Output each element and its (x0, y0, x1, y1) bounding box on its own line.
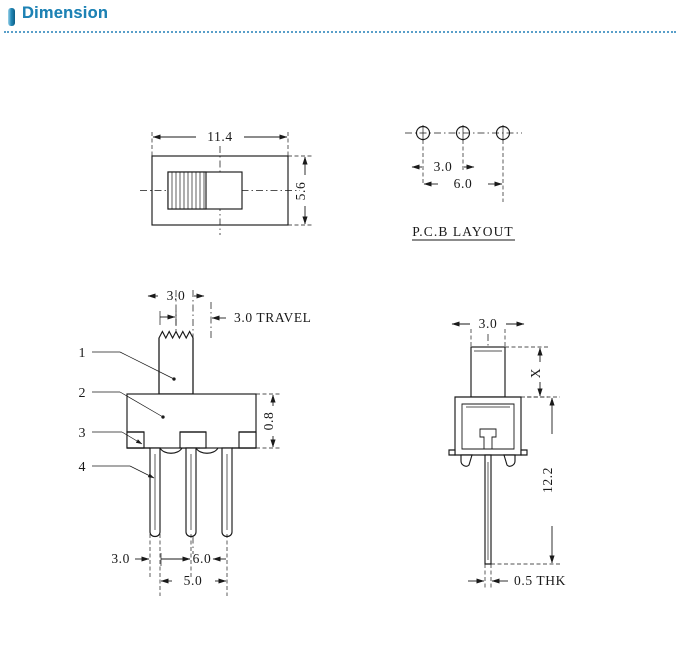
dimension-drawing: 11.4 5.6 (0, 34, 680, 659)
page-title: Dimension (22, 4, 109, 22)
dimension-label: 12.2 (540, 467, 555, 493)
top-view: 11.4 5.6 (140, 129, 312, 235)
dimension-label: 3.0 TRAVEL (234, 310, 312, 325)
callout-2: 2 (79, 386, 86, 401)
dimension-pin-span: 5.0 (160, 573, 227, 588)
page-header: Dimension (0, 0, 680, 34)
dimension-label: 6.0 (193, 551, 212, 566)
dimension-pcb-pitch: 3.0 (411, 159, 475, 174)
side-actuator (470, 346, 506, 398)
dimension-label: 3.0 (111, 551, 130, 566)
dimension-label: X (528, 368, 543, 378)
pcb-layout-caption: P.C.B LAYOUT (412, 224, 514, 239)
dimension-label: 6.0 (454, 176, 473, 191)
callout-3: 3 (79, 426, 86, 441)
dimension-label: 0.8 (261, 412, 276, 431)
dimension-top-height: 5.6 (288, 155, 312, 226)
pcb-layout-view: 3.0 6.0 P.C.B LAYOUT (405, 125, 522, 241)
dimension-actuator-width: 3.0 (147, 288, 205, 303)
flange-tab-right (503, 454, 516, 467)
pcb-pad (455, 125, 471, 141)
front-view: 3.0 3.0 TRAVEL (79, 288, 312, 596)
dimension-label: 5.6 (293, 182, 308, 201)
dimension-side-actuator-height: X (505, 346, 548, 398)
dimension-label: 3.0 (479, 316, 498, 331)
header-divider (4, 31, 676, 33)
pin (185, 447, 197, 538)
dimension-body-height: 0.8 (256, 393, 280, 449)
knurl-hatching (171, 172, 205, 209)
flange-tab-left (460, 454, 473, 467)
dimension-label: 0.5 THK (514, 573, 566, 588)
side-view-body (454, 396, 522, 456)
pcb-pad (495, 125, 511, 141)
dimension-actuator-width-inner (159, 311, 177, 325)
pcb-pad (415, 125, 431, 141)
pin (149, 447, 161, 538)
dimension-label: 11.4 (207, 129, 233, 144)
callout-1: 1 (79, 346, 86, 361)
actuator-knob (158, 330, 194, 395)
dimension-top-width: 11.4 (152, 129, 288, 144)
dimension-pin-width: 3.0 (111, 551, 150, 566)
dimension-side-thickness: 0.5 THK (468, 564, 566, 588)
callout-4: 4 (79, 460, 86, 475)
dimension-label: 3.0 (167, 288, 186, 303)
dimension-label: 3.0 (434, 159, 453, 174)
vertical-bar-icon (8, 8, 15, 26)
dimension-travel-note: 3.0 TRAVEL (211, 310, 312, 325)
dimension-pcb-span: 6.0 (423, 176, 503, 191)
dimension-pin-pitch: 6.0 (160, 551, 226, 566)
side-view: 3.0 X (448, 316, 566, 588)
dimension-label: 5.0 (184, 573, 203, 588)
callout-leaders (92, 351, 176, 479)
dimension-side-actuator-width: 3.0 (451, 316, 525, 331)
pin (221, 447, 233, 538)
dimension-side-overall-height: 12.2 (491, 396, 560, 565)
